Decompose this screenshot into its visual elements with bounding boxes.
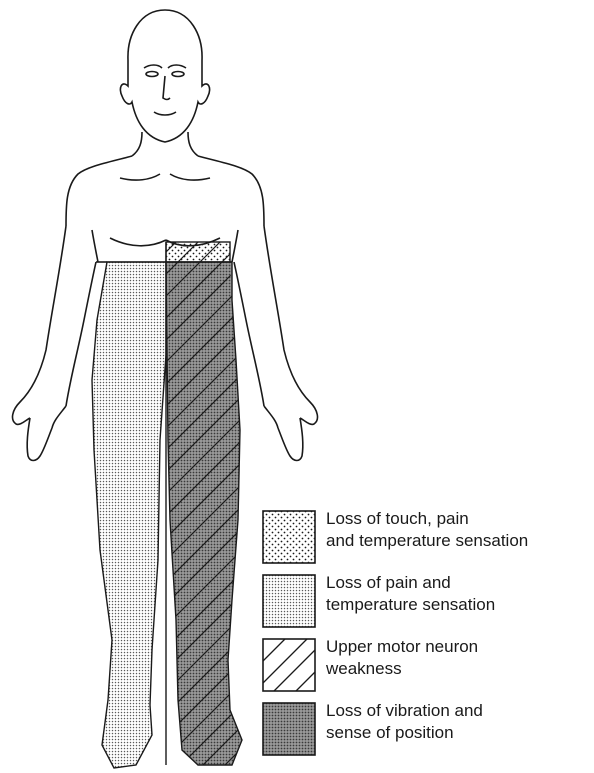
legend-swatch-dense-dots: [262, 702, 316, 756]
right-leg-region: [160, 240, 250, 770]
legend-label: Upper motor neuron weakness: [326, 636, 588, 680]
head-outline: [120, 10, 209, 142]
legend-label: Loss of touch, pain and temperature sens…: [326, 508, 588, 552]
legend-swatch-sparse-dots: [262, 510, 316, 564]
legend-line-2: temperature sensation: [326, 594, 588, 616]
legend-line-1: Loss of touch, pain: [326, 508, 588, 530]
legend-item-umn-weakness: Upper motor neuron weakness: [262, 636, 592, 696]
legend-line-1: Loss of vibration and: [326, 700, 588, 722]
legend-swatch-diagonal-hatch: [262, 638, 316, 692]
legend-line-1: Loss of pain and: [326, 572, 588, 594]
legend-line-2: sense of position: [326, 722, 588, 744]
legend-line-2: and temperature sensation: [326, 530, 588, 552]
legend-label: Loss of vibration and sense of position: [326, 700, 588, 744]
legend-line-1: Upper motor neuron: [326, 636, 588, 658]
touch-loss-band: [166, 242, 230, 262]
legend-item-pain-temp: Loss of pain and temperature sensation: [262, 572, 592, 632]
legend-swatch-fine-dots: [262, 574, 316, 628]
legend-item-vibration-position: Loss of vibration and sense of position: [262, 700, 592, 760]
legend-item-touch-pain-temp: Loss of touch, pain and temperature sens…: [262, 508, 592, 568]
left-leg-region: [92, 262, 166, 768]
legend-label: Loss of pain and temperature sensation: [326, 572, 588, 616]
legend-line-2: weakness: [326, 658, 588, 680]
